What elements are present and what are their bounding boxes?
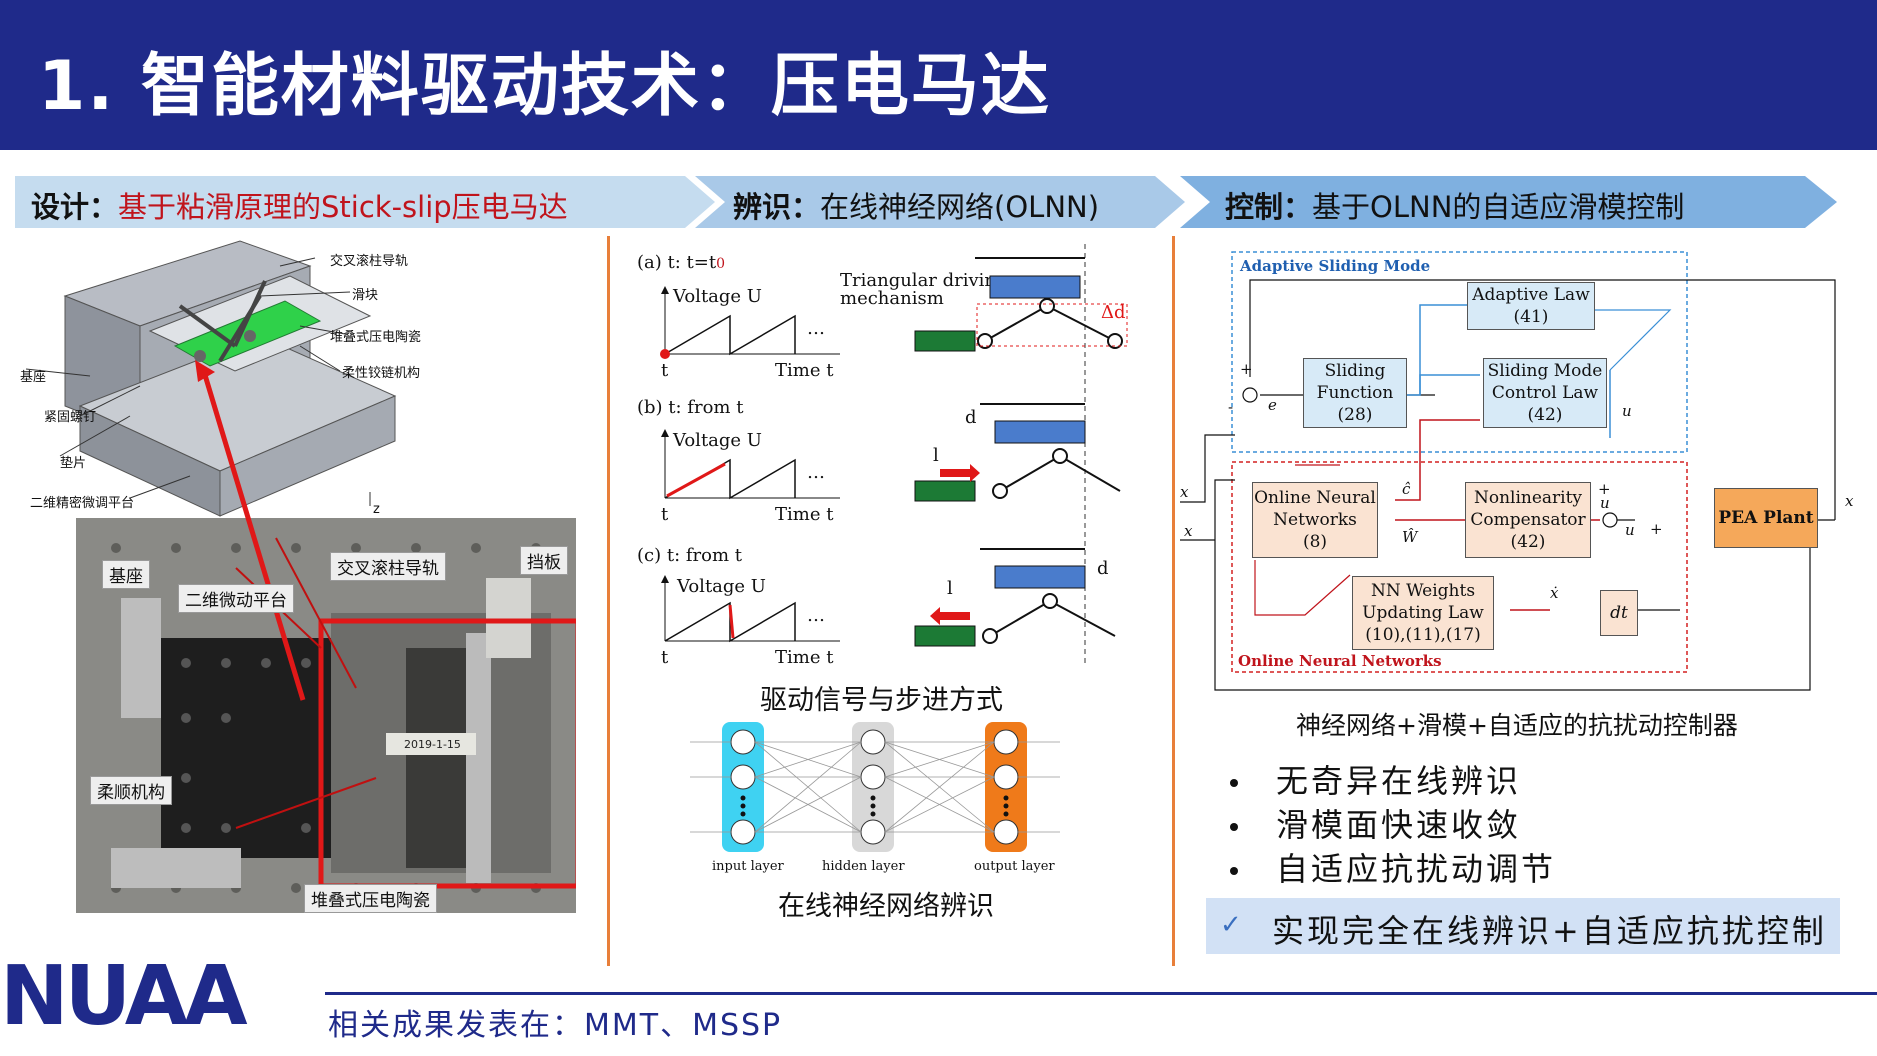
photo-label-compliant: 柔顺机构 — [90, 776, 172, 805]
svg-text:l: l — [933, 445, 939, 466]
svg-text:Ŵ: Ŵ — [1402, 528, 1419, 546]
prototype-photo: 2019-1-15 — [76, 518, 576, 913]
svg-text:mechanism: mechanism — [840, 288, 944, 309]
photo-label-base: 基座 — [102, 560, 150, 589]
cad-label-stage: 二维精密微调平台 — [30, 496, 135, 511]
svg-text:e: e — [1268, 396, 1277, 414]
svg-text:x: x — [1184, 522, 1193, 540]
cad-label-rail: 交叉滚柱导轨 — [330, 254, 409, 269]
control-block-diagram: Adaptive Sliding Mode Online Neural Netw… — [1180, 251, 1854, 691]
waveform-figure: (a) t: t=t0 Voltage U Time t … t (b) t: … — [637, 244, 1128, 668]
highlight-text: 实现完全在线辨识+自适应抗扰控制 — [1272, 912, 1827, 950]
svg-text:…: … — [807, 462, 825, 483]
page-title: 1. 智能材料驱动技术：压电马达 — [38, 47, 1051, 126]
nuaa-logo: NUAA — [0, 949, 248, 1044]
photo-label-piezo: 堆叠式压电陶瓷 — [304, 884, 437, 913]
box-pea-plant: PEA Plant — [1714, 488, 1818, 548]
footer-rule — [325, 992, 1877, 995]
svg-text:d: d — [965, 407, 977, 428]
svg-text:-: - — [1228, 398, 1233, 416]
box-online-nn: Online Neural Networks(8) — [1252, 482, 1378, 558]
section-control: 控制：基于OLNN的自适应滑模控制 — [1225, 190, 1685, 224]
cad-drawing — [25, 240, 397, 517]
svg-text:u: u — [1600, 494, 1610, 512]
svg-text:t: t — [661, 504, 669, 525]
svg-text:Voltage U: Voltage U — [672, 430, 762, 451]
svg-text:Time t: Time t — [775, 360, 834, 381]
footer-text: 相关成果发表在：MMT、MSSP — [328, 1008, 783, 1043]
svg-text:ĉ: ĉ — [1402, 480, 1411, 498]
bullet-2: 滑模面快速收敛 — [1230, 800, 1521, 846]
nn-output-label: output layer — [974, 859, 1055, 874]
svg-text:x: x — [1845, 492, 1854, 510]
svg-text:Time t: Time t — [775, 647, 834, 668]
divider-left — [607, 236, 610, 966]
box-adaptive-law: Adaptive Law(41) — [1467, 282, 1595, 330]
highlight-box: ✓ 实现完全在线辨识+自适应抗扰控制 — [1206, 898, 1840, 954]
section-header-row: 设计：基于粘滑原理的Stick-slip压电马达 辨识：在线神经网络(OLNN)… — [15, 172, 1845, 232]
svg-text:Δd: Δd — [1101, 302, 1126, 323]
svg-text:+: + — [1240, 360, 1253, 378]
svg-text:+: + — [1598, 480, 1611, 498]
svg-text:t: t — [661, 647, 669, 668]
nn-hidden-label: hidden layer — [822, 859, 905, 874]
section-arrows — [15, 176, 1837, 228]
photo-label-stage: 二维微动平台 — [178, 584, 294, 613]
svg-text:Time t: Time t — [775, 504, 834, 525]
photo-label-baffle: 挡板 — [520, 546, 568, 575]
waveform-caption: 驱动信号与步进方式 — [760, 685, 1003, 716]
svg-text:Voltage U: Voltage U — [672, 286, 762, 307]
connector-arrow — [195, 360, 306, 701]
cad-label-axis-z: z — [373, 502, 380, 517]
check-icon: ✓ — [1220, 910, 1242, 940]
nn-caption: 在线神经网络辨识 — [778, 891, 994, 922]
svg-text:l: l — [947, 578, 953, 599]
bullet-1: 无奇异在线辨识 — [1230, 756, 1521, 802]
divider-right — [1172, 236, 1175, 966]
wave-c-label: (c) t: from t — [637, 545, 743, 566]
svg-text:x: x — [1180, 483, 1189, 501]
photo-label-rail: 交叉滚柱导轨 — [330, 552, 446, 581]
cad-label-slider: 滑块 — [352, 288, 379, 303]
section-ident: 辨识：在线神经网络(OLNN) — [733, 190, 1100, 224]
wave-a-label: (a) t: t=t0 — [637, 252, 725, 273]
svg-text:d: d — [1097, 558, 1109, 579]
section-design: 设计：基于粘滑原理的Stick-slip压电马达 — [31, 190, 568, 224]
box-sliding-function: Sliding Function(28) — [1303, 358, 1407, 428]
svg-text:Voltage U: Voltage U — [676, 576, 766, 597]
bullet-3: 自适应抗扰动调节 — [1230, 844, 1556, 890]
svg-text:t: t — [661, 360, 669, 381]
box-nn-weights: NN Weights Updating Law(10),(11),(17) — [1352, 576, 1494, 650]
box-nonlinearity: Nonlinearity Compensator(42) — [1465, 482, 1591, 558]
svg-text:ẋ: ẋ — [1550, 584, 1559, 602]
svg-text:Triangular driving: Triangular driving — [840, 270, 1008, 291]
cad-label-shim: 垫片 — [60, 456, 87, 471]
svg-text:u: u — [1622, 402, 1632, 420]
nn-diagram: input layer hidden layer output layer — [690, 722, 1060, 874]
cad-label-base: 基座 — [20, 370, 47, 385]
nn-input-label: input layer — [712, 859, 785, 874]
box-dt: dt — [1600, 590, 1638, 636]
svg-text:…: … — [807, 318, 825, 339]
svg-text:Online Neural Networks: Online Neural Networks — [1238, 652, 1442, 670]
photo-stamp: 2019-1-15 — [404, 738, 461, 751]
controller-caption: 神经网络+滑模+自适应的抗扰动控制器 — [1296, 711, 1738, 740]
box-smc-law: Sliding Mode Control Law(42) — [1483, 358, 1607, 428]
cad-label-screw: 紧固螺钉 — [44, 410, 97, 425]
cad-label-hinge: 柔性铰链机构 — [342, 366, 421, 381]
wave-b-label: (b) t: from t — [637, 397, 744, 418]
svg-text:u: u — [1625, 521, 1635, 539]
svg-text:+: + — [1650, 520, 1663, 538]
svg-text:Adaptive Sliding Mode: Adaptive Sliding Mode — [1239, 257, 1430, 275]
cad-label-piezo: 堆叠式压电陶瓷 — [330, 330, 422, 345]
title-bar — [0, 0, 1877, 150]
svg-text:…: … — [807, 605, 825, 626]
